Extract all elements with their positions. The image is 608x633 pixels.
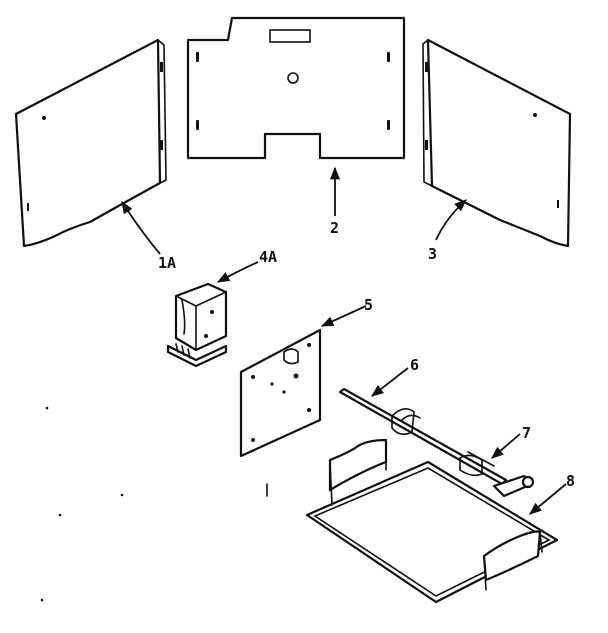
drip-pan-rack (305, 438, 559, 604)
callout-1a: 1A (158, 254, 176, 272)
stray-marks (40, 406, 268, 602)
callout-4a: 4A (259, 248, 277, 266)
leader-lines (121, 166, 567, 515)
back-panel (186, 16, 406, 160)
left-side-panel (14, 38, 167, 248)
spit-rod (338, 387, 508, 486)
callout-3: 3 (428, 245, 437, 263)
callout-2: 2 (330, 219, 339, 237)
callout-6: 6 (410, 356, 419, 374)
callout-5: 5 (364, 296, 373, 314)
spit-fork (459, 451, 535, 498)
callout-8: 8 (566, 472, 575, 490)
callout-7: 7 (522, 424, 531, 442)
right-side-panel (422, 38, 572, 248)
rotisserie-motor (166, 282, 228, 368)
motor-mounting-plate (239, 328, 322, 458)
